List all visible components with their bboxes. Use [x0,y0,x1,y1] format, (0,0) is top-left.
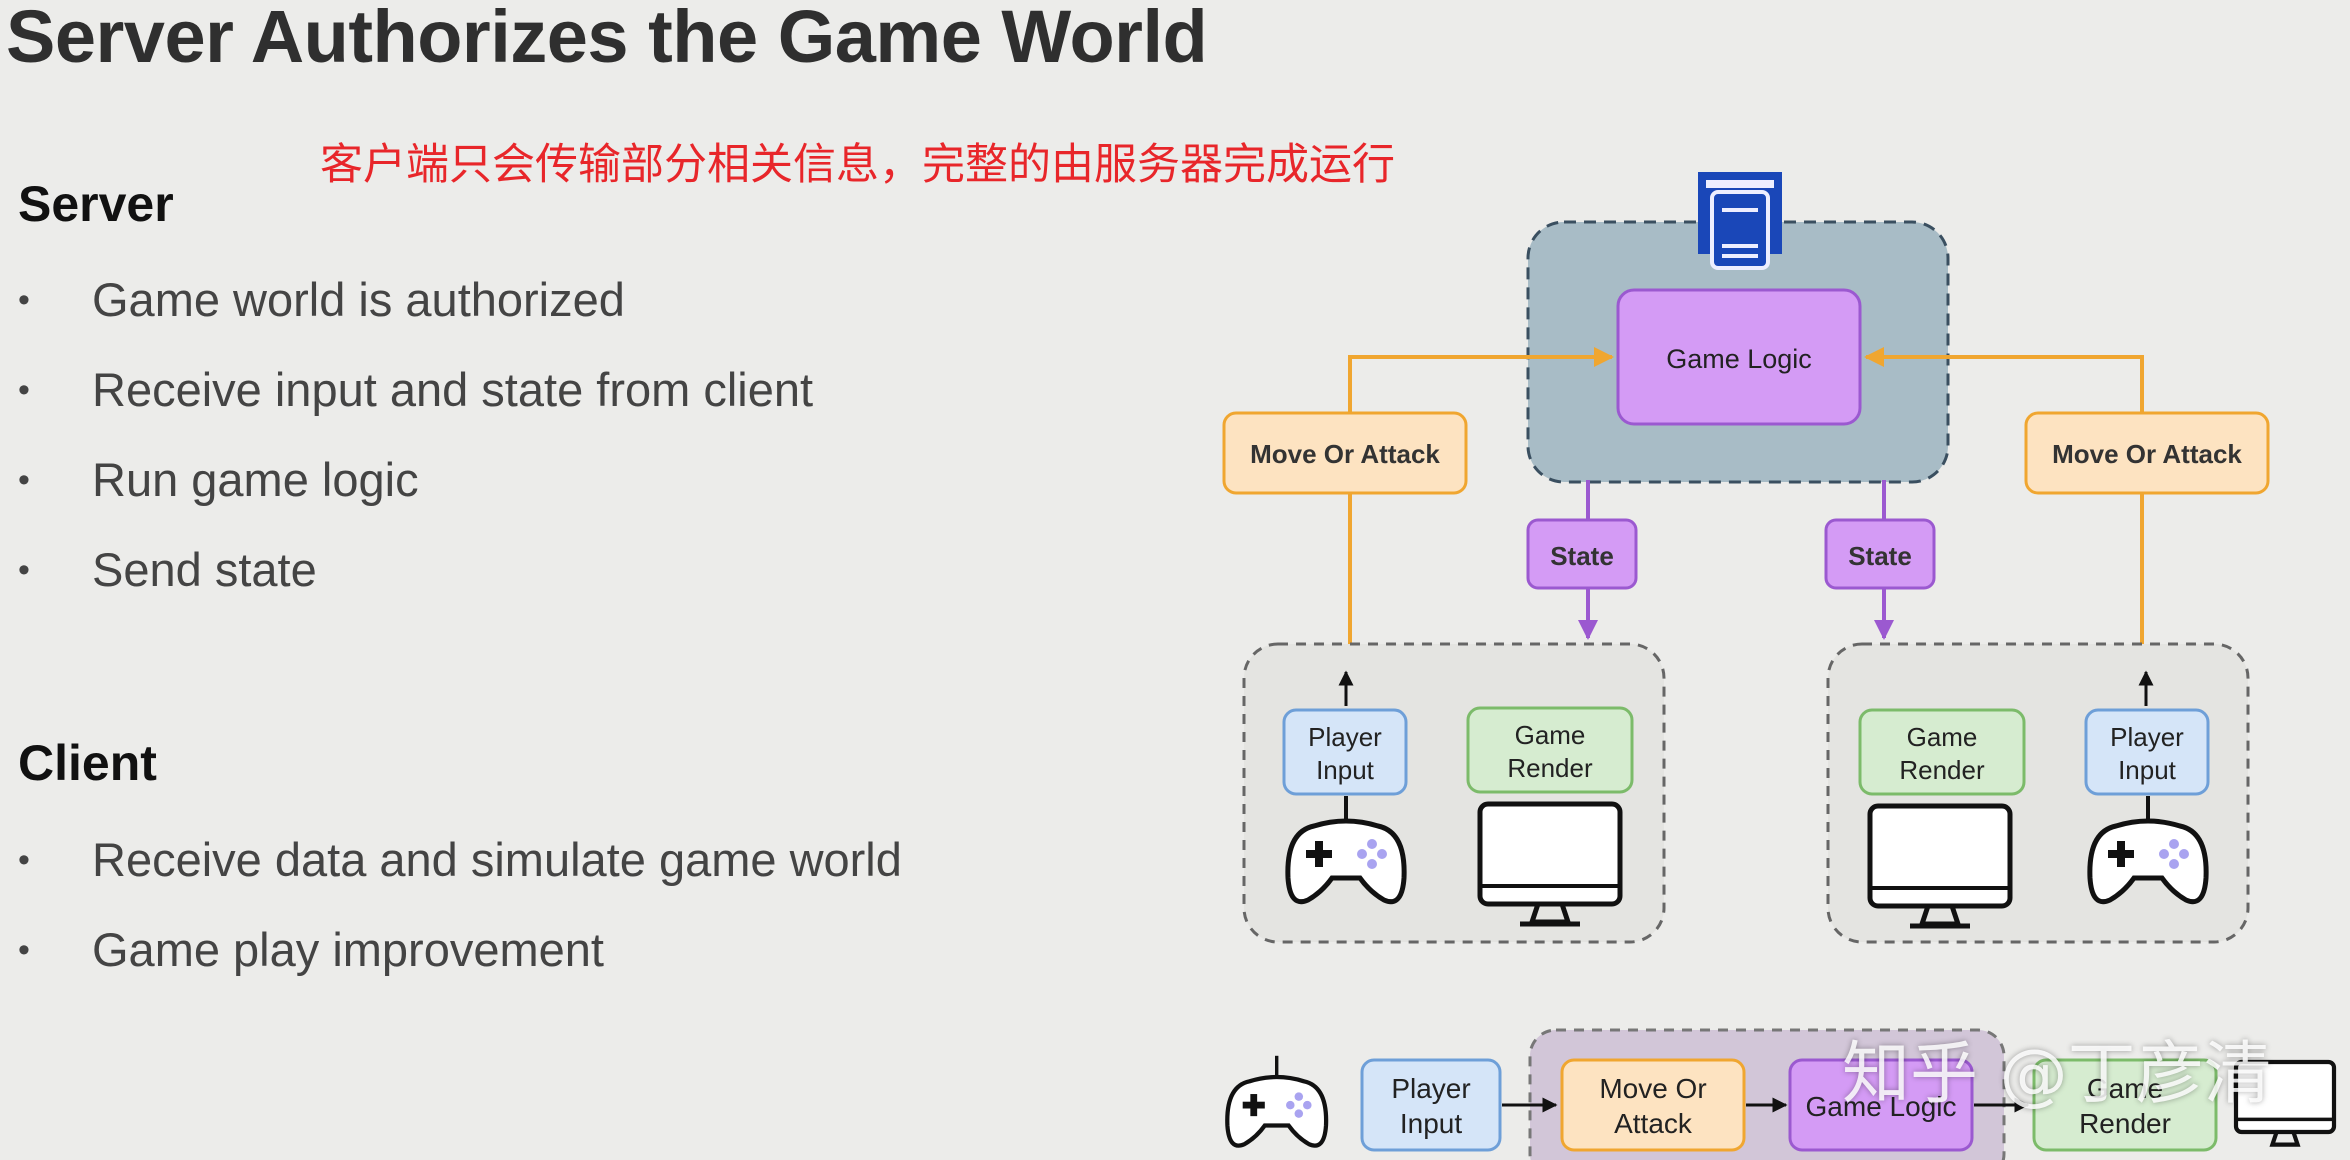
player-input-right-label-2: Input [2118,755,2177,785]
bullet-dot: • [18,931,30,969]
bullet-dot: • [18,551,30,589]
bullet-dot: • [18,281,30,319]
game-render-right-label-2: Render [1899,755,1985,785]
state-right-label: State [1848,541,1912,571]
pipeline-game-render-box [2032,1058,2218,1152]
move-or-attack-right-label: Move Or Attack [2052,439,2242,469]
pipeline-player-input-label-2: Input [1400,1108,1462,1139]
monitor-icon [1477,801,1623,927]
state-left-box [1526,518,1638,590]
bullet-dot: • [18,371,30,409]
flow-right-to-logic [1864,347,2144,648]
game-logic-label: Game Logic [1666,344,1812,374]
game-render-right-label-1: Game [1907,722,1978,752]
pipeline-game-render-label-2: Render [2079,1108,2171,1139]
page-title: Server Authorizes the Game World [6,0,1208,78]
state-right-box [1824,518,1936,590]
client-bullet: •Receive data and simulate game world [0,815,902,905]
server-bullet-list: •Game world is authorized •Receive input… [0,255,813,615]
player-input-left-label-2: Input [1316,755,1375,785]
gamepad-icon [1225,1055,1329,1148]
client-bullet: •Game play improvement [0,905,902,995]
client-heading: Client [18,735,157,791]
server-bullet: •Game world is authorized [0,255,813,345]
pipeline-move-or-attack-label-1: Move Or [1599,1073,1706,1104]
pipeline-player-input-box [1360,1058,1502,1152]
move-or-attack-right-box [2024,411,2270,495]
game-render-left-box [1466,706,1634,794]
game-logic-box [1616,288,1862,426]
pipeline-game-render-label-1: Game [2087,1073,2163,1104]
move-or-attack-left-label: Move Or Attack [1250,439,1440,469]
player-input-left-box [1282,708,1408,796]
server-bullet: •Receive input and state from client [0,345,813,435]
game-render-left-label-2: Render [1507,753,1593,783]
server-bullet: •Run game logic [0,435,813,525]
pipeline-game-logic-label: Game Logic [1806,1091,1957,1122]
monitor-icon [1867,803,2013,929]
player-input-right-label-1: Player [2110,722,2184,752]
game-render-left-label-1: Game [1515,720,1586,750]
gamepad-icon [2087,796,2209,905]
bullet-dot: • [18,841,30,879]
state-left-label: State [1550,541,1614,571]
server-bullet: •Send state [0,525,813,615]
pipeline-game-logic-box [1788,1058,1974,1152]
move-or-attack-left-box [1222,411,1468,495]
client-bullet-list: •Receive data and simulate game world •G… [0,815,902,995]
pipeline-move-or-attack-box [1560,1058,1746,1152]
watermark: 知乎 @丁彦清 [1842,1035,2272,1114]
bullet-dot: • [18,461,30,499]
pipeline-move-or-attack-label-2: Attack [1614,1108,1693,1139]
server-heading: Server [18,176,174,232]
gamepad-icon [1285,796,1407,905]
monitor-icon [2233,1059,2337,1147]
player-input-right-box [2084,708,2210,796]
game-render-right-box [1858,708,2026,796]
pipeline-player-input-label-1: Player [1391,1073,1470,1104]
annotation-note: 客户端只会传输部分相关信息，完整的由服务器完成运行 [320,140,1395,190]
flow-left-to-logic [1348,347,1614,648]
server-icon [1698,172,1782,270]
player-input-left-label-1: Player [1308,722,1382,752]
